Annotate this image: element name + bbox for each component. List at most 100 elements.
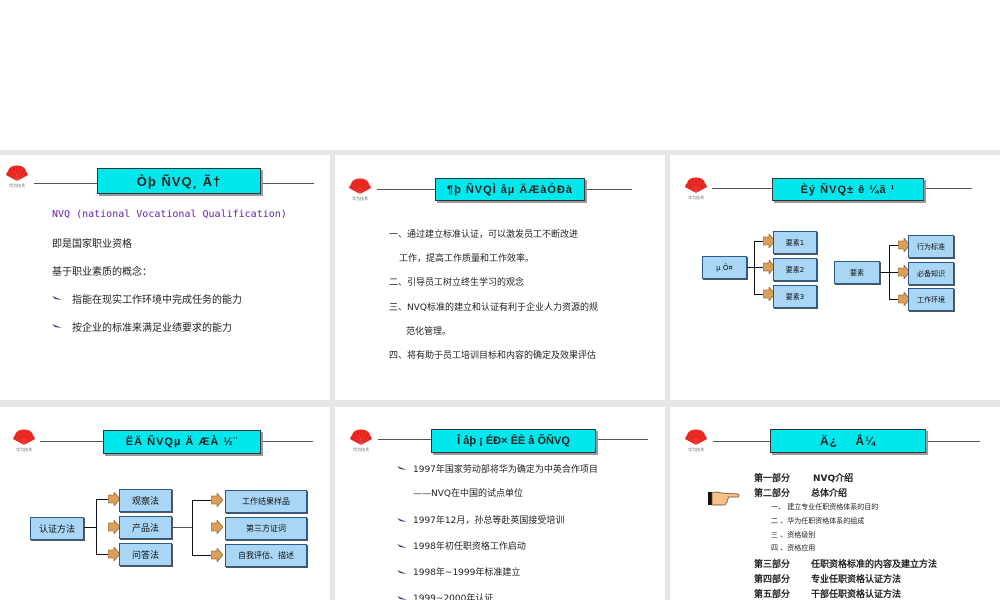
logo-caption: 华为技术 — [16, 447, 32, 452]
evidence-node: 自我评估、描述 — [225, 544, 307, 567]
huawei-logo: 华为技术 — [347, 178, 373, 204]
slide-3-thumbnail[interactable]: 华为技术 Èý ÑVQ± ê ¼ã ¹ µ Ô¤ 要素1 要素2 要素3 要素 … — [670, 155, 1000, 400]
method-node: 产品法 — [119, 516, 172, 539]
part-title: 任职资格标准的内容及建立方法 — [811, 560, 938, 570]
slide-grid: 华为技术 Òþ ÑVQ¸ Ã† NVQ (national Vocational… — [0, 150, 1000, 600]
evidence-node: 第三方证词 — [225, 517, 307, 540]
element-node: 要素2 — [773, 258, 817, 281]
timeline-subline: ——NVQ在中国的试点单位 — [413, 489, 523, 499]
arrow-icon — [898, 238, 910, 252]
tree-root-node: µ Ô¤ — [702, 256, 747, 279]
connector-line — [84, 527, 96, 528]
connector-line — [172, 527, 192, 528]
nvq-heading: NVQ (national Vocational Qualification) — [52, 209, 287, 220]
method-node: 观察法 — [119, 489, 172, 512]
paragraph-line: 四、将有助于员工培训目标和内容的确定及效果评估 — [389, 351, 597, 361]
timeline-item: 1998年初任职资格工作启动 — [413, 542, 526, 552]
arrow-icon — [898, 292, 910, 306]
slide-4-thumbnail[interactable]: 华为技术 ËÄ ÑVQµ Ä ÆÀ ½¨ 认证方法 观察法 产品法 问答法 工作… — [0, 407, 330, 600]
logo-caption: 华为技术 — [353, 447, 369, 452]
arrow-bullet-icon — [397, 570, 407, 574]
logo-caption: 华为技术 — [688, 447, 704, 452]
logo-fan-icon — [349, 178, 371, 194]
arrow-icon — [763, 234, 775, 248]
paragraph-line: 二、引导员工树立终生学习的观念 — [389, 278, 525, 288]
text-line: 基于职业素质的概念： — [52, 267, 152, 278]
slide-title: Èý ÑVQ± ê ¼ã ¹ — [772, 178, 924, 201]
pointing-hand-icon — [708, 491, 740, 506]
element-node: 行为标准 — [908, 235, 954, 258]
arrow-icon — [211, 520, 223, 534]
timeline-item: 1998年~1999年标准建立 — [413, 568, 521, 578]
huawei-logo: 华为技术 — [683, 177, 709, 203]
connector-line — [754, 267, 766, 268]
logo-fan-icon — [685, 177, 707, 193]
arrow-icon — [763, 287, 775, 301]
logo-fan-icon — [350, 429, 372, 445]
part-title: 总体介绍 — [811, 489, 848, 499]
element-node: 工作环境 — [908, 288, 954, 311]
connector-line — [192, 500, 193, 556]
timeline-item: 1997年国家劳动部将华为确定为中英合作项目 — [413, 465, 598, 475]
logo-caption: 华为技术 — [9, 183, 25, 188]
slide-2-thumbnail[interactable]: 华为技术 ¶þ ÑVQÌ åµ ÄÆàÓÐà 一、通过建立标准认证，可以激发员工… — [335, 155, 665, 400]
tree-root-node: 认证方法 — [30, 517, 84, 540]
connector-line — [96, 499, 110, 500]
connector-line — [880, 272, 890, 273]
sub-item: 二 、华为任职资格体系的组成 — [771, 517, 865, 525]
huawei-logo: 华为技术 — [11, 429, 37, 455]
element-node: 要素3 — [773, 285, 817, 308]
paragraph-line: 一、通过建立标准认证，可以激发员工不断改进 — [389, 230, 579, 240]
logo-caption: 华为技术 — [352, 196, 368, 201]
slide-title: Ä¿ Â¼ — [770, 429, 926, 453]
sub-item: 一、 建立专业任职资格体系的目的 — [771, 503, 879, 511]
connector-line — [747, 267, 755, 268]
slide-1-thumbnail[interactable]: 华为技术 Òþ ÑVQ¸ Ã† NVQ (national Vocational… — [0, 155, 330, 400]
part-title: 干部任职资格认证方法 — [811, 590, 902, 600]
paragraph-line: 三、NVQ标准的建立和认证有利于企业人力资源的规 — [389, 303, 598, 313]
connector-line — [754, 294, 766, 295]
arrow-icon — [108, 492, 120, 506]
connector-line — [754, 241, 755, 295]
huawei-logo: 华为技术 — [348, 429, 374, 455]
part-title: 专业任职资格认证方法 — [811, 575, 902, 585]
arrow-icon — [763, 260, 775, 274]
connector-line — [192, 500, 212, 501]
huawei-logo: 华为技术 — [683, 429, 709, 455]
slide-title: Òþ ÑVQ¸ Ã† — [97, 168, 261, 194]
slide-5-thumbnail[interactable]: 华为技术 Î åþ ¡ ÉÐ× ÊÈ å ÕÑVQ 1997年国家劳动部将华为确… — [335, 407, 665, 600]
connector-line — [889, 245, 901, 246]
slide-title: ¶þ ÑVQÌ åµ ÄÆàÓÐà — [435, 178, 585, 201]
part-label: 第二部分 — [754, 489, 791, 499]
connector-line — [192, 555, 212, 556]
arrow-bullet-icon — [397, 596, 407, 600]
arrow-icon — [108, 520, 120, 534]
text-line: 即是国家职业资格 — [52, 239, 132, 250]
logo-fan-icon — [13, 429, 35, 445]
logo-fan-icon — [6, 165, 28, 181]
arrow-bullet-icon — [397, 518, 407, 522]
arrow-bullet-icon — [397, 466, 407, 470]
logo-fan-icon — [685, 429, 707, 445]
connector-line — [754, 241, 766, 242]
paragraph-line: 范化管理。 — [406, 327, 452, 337]
arrow-icon — [108, 547, 120, 561]
connector-line — [889, 272, 901, 273]
evidence-node: 工作结果样品 — [225, 490, 307, 513]
paragraph-line: 工作，提高工作质量和工作效率。 — [399, 254, 535, 264]
method-node: 问答法 — [119, 543, 172, 566]
bullet-item: 按企业的标准来满足业绩要求的能力 — [72, 323, 232, 334]
part-label: 第五部分 — [754, 590, 791, 600]
connector-line — [96, 499, 97, 555]
sub-item: 三 、资格级别 — [771, 531, 816, 539]
slide-title: Î åþ ¡ ÉÐ× ÊÈ å ÕÑVQ — [431, 429, 596, 453]
arrow-bullet-icon — [397, 544, 407, 548]
part-label: 第一部分 — [754, 474, 791, 484]
tree-root-node: 要素 — [834, 261, 880, 284]
arrow-bullet-icon — [52, 324, 62, 328]
slide-6-thumbnail[interactable]: 华为技术 Ä¿ Â¼ 第一部分 NVQ介绍 第二部分 总体介绍 一、 建立专业任… — [670, 407, 1000, 600]
blank-area — [0, 0, 1000, 150]
sub-item: 四 、资格应用 — [771, 544, 816, 552]
connector-line — [96, 554, 110, 555]
arrow-icon — [211, 548, 223, 562]
